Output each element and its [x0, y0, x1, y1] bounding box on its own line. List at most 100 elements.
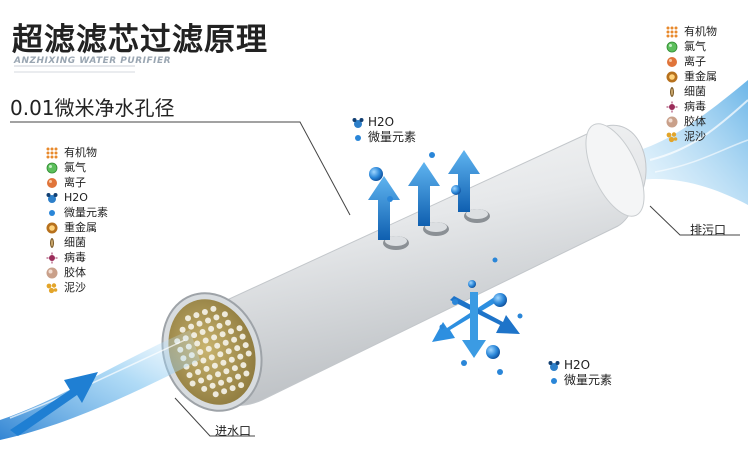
hollow-fiber: [212, 363, 218, 369]
hollow-fiber: [185, 315, 191, 321]
hollow-fiber: [200, 358, 206, 364]
hollow-fiber: [208, 326, 214, 332]
legend-item: 有机物: [666, 24, 717, 39]
hollow-fiber: [217, 351, 223, 357]
ion-icon: [666, 56, 678, 68]
brand-subtitle: ANZHIXING WATER PURIFIER: [14, 56, 171, 66]
hollow-fiber: [213, 314, 219, 320]
top-h2o-label: H2O: [368, 115, 394, 129]
virus-icon: [46, 252, 58, 264]
hollow-fiber: [230, 385, 236, 391]
legend-item: 胶体: [46, 265, 108, 280]
hollow-fiber: [210, 306, 216, 312]
hollow-fiber: [240, 362, 246, 368]
trace-element-icon: [46, 207, 58, 219]
page-title: 超滤滤芯过滤原理: [12, 14, 268, 59]
hollow-fiber: [225, 320, 231, 326]
hollow-fiber: [223, 368, 229, 374]
hollow-fiber: [180, 327, 186, 333]
hollow-fiber: [240, 334, 246, 340]
legend-label: 泥沙: [684, 130, 706, 143]
hollow-fiber: [220, 360, 226, 366]
water-molecule-icon: [46, 192, 58, 204]
legend-item: 离子: [46, 175, 108, 190]
legend-label: 微量元素: [64, 206, 108, 219]
hollow-fiber: [206, 346, 212, 352]
hollow-fiber: [197, 321, 203, 327]
hollow-fiber: [231, 337, 237, 343]
hollow-fiber: [222, 311, 228, 317]
legend-label: 胶体: [64, 266, 86, 279]
legend-label: 病毒: [64, 251, 86, 264]
legend-item: 氯气: [666, 39, 717, 54]
hollow-fiber: [214, 343, 220, 349]
bottom-output-legend: H2O 微量元素: [548, 358, 612, 388]
legend-item: 病毒: [666, 99, 717, 114]
hollow-fiber: [243, 342, 249, 348]
legend-item: 胶体: [666, 114, 717, 129]
inlet-label: 进水口: [215, 422, 251, 439]
hollow-fiber: [198, 378, 204, 384]
virus-icon: [666, 101, 678, 113]
hollow-fiber: [188, 324, 194, 330]
hollow-fiber: [204, 366, 210, 372]
legend-label: 病毒: [684, 100, 706, 113]
hollow-fiber: [237, 325, 243, 331]
legend-item: 离子: [666, 54, 717, 69]
legend-label: 细菌: [64, 236, 86, 249]
bottom-trace-label: 微量元素: [564, 373, 612, 387]
hollow-fiber: [205, 318, 211, 324]
heavy-metal-icon: [666, 71, 678, 83]
hollow-fiber: [202, 309, 208, 315]
trace-element-icon: [548, 375, 560, 387]
legend-label: 有机物: [684, 25, 717, 38]
legend-label: H2O: [64, 191, 88, 204]
hollow-fiber: [197, 349, 203, 355]
water-molecule-icon: [352, 117, 364, 129]
hollow-fiber: [200, 329, 206, 335]
hollow-fiber: [201, 386, 207, 392]
outlet-contaminant-legend: 有机物氯气离子重金属细菌病毒胶体泥沙: [666, 24, 717, 144]
chlorine-icon: [46, 162, 58, 174]
hollow-fiber: [213, 391, 219, 397]
trace-element-icon: [352, 132, 364, 144]
legend-item: 重金属: [666, 69, 717, 84]
legend-item: 病毒: [46, 250, 108, 265]
top-output-legend: H2O 微量元素: [352, 115, 416, 145]
legend-item: H2O: [46, 190, 108, 205]
legend-item: 细菌: [666, 84, 717, 99]
colloid-icon: [46, 267, 58, 279]
organic-matter-icon: [666, 26, 678, 38]
ion-icon: [46, 177, 58, 189]
legend-label: 有机物: [64, 146, 97, 159]
legend-label: 氯气: [64, 161, 86, 174]
hollow-fiber: [238, 382, 244, 388]
water-molecule-icon: [548, 360, 560, 372]
sediment-icon: [666, 131, 678, 143]
hollow-fiber: [220, 331, 226, 337]
hollow-fiber: [218, 380, 224, 386]
colloid-icon: [666, 116, 678, 128]
heavy-metal-icon: [46, 222, 58, 234]
bacteria-icon: [666, 86, 678, 98]
hollow-fiber: [193, 312, 199, 318]
hollow-fiber: [237, 354, 243, 360]
hollow-fiber: [227, 377, 233, 383]
legend-item: 氯气: [46, 160, 108, 175]
hollow-fiber: [209, 354, 215, 360]
hollow-fiber: [234, 345, 240, 351]
pore-size-label: 0.01微米净水孔径: [10, 92, 175, 121]
legend-label: 氯气: [684, 40, 706, 53]
hollow-fiber: [217, 323, 223, 329]
legend-label: 离子: [64, 176, 86, 189]
outlet-label: 排污口: [690, 221, 726, 238]
hollow-fiber: [187, 372, 193, 378]
bottom-h2o-label: H2O: [564, 358, 590, 372]
legend-label: 细菌: [684, 85, 706, 98]
legend-label: 重金属: [684, 70, 717, 83]
legend-item: 细菌: [46, 235, 108, 250]
legend-label: 泥沙: [64, 281, 86, 294]
